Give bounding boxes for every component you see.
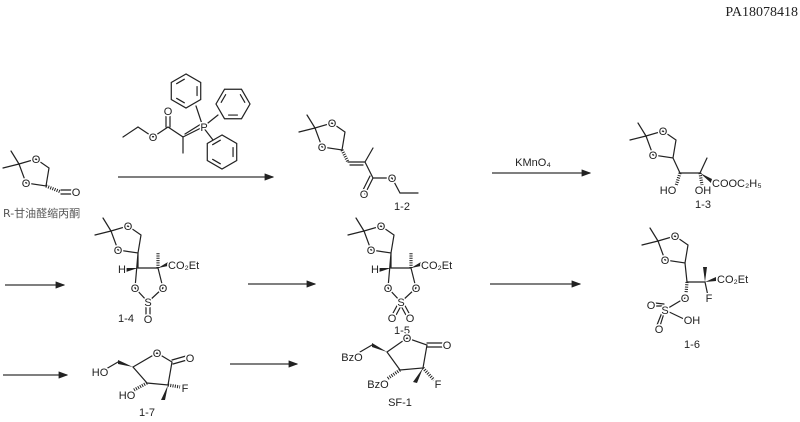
atom-label: O <box>328 118 337 130</box>
atom-label: S <box>661 305 668 317</box>
atom-label: O <box>443 340 452 352</box>
compound-1-6: O O CO₂Et F O S O O OH 1-6 <box>641 227 750 353</box>
atom-label: S <box>144 297 151 309</box>
reagent-ylide: O O P <box>122 73 251 170</box>
aromatic-double-bond <box>176 78 185 85</box>
compound-label-1-4: 1-4 <box>118 313 134 325</box>
atom-label: HO <box>92 367 109 379</box>
atom-label: O <box>153 348 162 360</box>
atom-label: O <box>124 221 133 233</box>
compound-sf-1: BzO O O BzO F SF-1 <box>340 332 453 411</box>
atom-label: O <box>659 126 668 138</box>
atom-label: O <box>360 189 369 201</box>
aromatic-double-bond <box>239 94 246 103</box>
compound-1-2: O O O O 1-2 <box>298 114 419 215</box>
atom-label: O <box>661 255 670 267</box>
atom-label: O <box>655 324 664 336</box>
atom-label: OH <box>684 315 701 327</box>
atom-label: O <box>32 154 41 166</box>
atom-label: O <box>367 245 376 257</box>
atom-label: OH <box>695 185 712 197</box>
compound-label-1-6: 1-6 <box>684 339 700 351</box>
aromatic-double-bond <box>212 139 221 146</box>
atom-label: O <box>114 245 123 257</box>
atom-label: O <box>377 221 386 233</box>
reaction-arrows <box>3 169 592 379</box>
atom-label: O <box>388 313 397 325</box>
atom-label: O <box>649 150 658 162</box>
atom-label: O <box>671 231 680 243</box>
atom-label: CO₂Et <box>168 260 199 272</box>
atom-label: O <box>159 283 168 295</box>
atom-label: O <box>144 314 153 326</box>
atom-label: O <box>406 313 415 325</box>
compound-1-5: O O H CO₂Et O O S O O 1-5 <box>347 217 454 339</box>
atom-label: COOC₂H₅ <box>712 178 762 190</box>
atom-label: O <box>186 353 195 365</box>
atom-label: HO <box>660 185 677 197</box>
phenyl-ring <box>215 88 251 120</box>
atom-label: O <box>149 132 158 144</box>
compound-label-1-7: 1-7 <box>139 407 155 419</box>
atom-label: BzO <box>367 379 389 391</box>
compound-label-1-3: 1-3 <box>695 199 711 211</box>
atom-label: H <box>371 264 379 276</box>
aromatic-double-bond <box>220 94 227 103</box>
compound-1-3: O O HO OH COOC₂H₅ 1-3 <box>629 122 763 213</box>
atom-label: O <box>72 187 81 199</box>
atom-label: CO₂Et <box>421 260 452 272</box>
phenyl-ring <box>170 73 202 109</box>
atom-label: O <box>318 142 327 154</box>
document-id: PA18078418 <box>725 5 798 20</box>
compound-label-1-2: 1-2 <box>394 201 410 213</box>
compound-1-4: O O H CO₂Et O O S O 1-4 <box>94 217 201 328</box>
atom-label: P <box>200 122 207 134</box>
atom-label: O <box>22 178 31 190</box>
aromatic-double-bond <box>176 97 185 104</box>
atom-label: O <box>403 333 412 345</box>
compound-label-1-5: 1-5 <box>394 325 410 337</box>
atom-label: O <box>412 283 421 295</box>
phenyl-ring <box>206 134 238 170</box>
atom-label: O <box>647 300 656 312</box>
atom-label: O <box>131 283 140 295</box>
atom-label: F <box>706 293 713 305</box>
compound-start: O O O R-甘油醛缩丙酮 <box>2 150 82 222</box>
atom-label: S <box>397 297 404 309</box>
atom-label: F <box>435 379 442 391</box>
reagent-kmno4: KMnO₄ <box>515 157 551 169</box>
atom-label: CO₂Et <box>717 274 748 286</box>
atom-label: O <box>384 283 393 295</box>
atom-label: HO <box>119 390 136 402</box>
atom-label: H <box>118 264 126 276</box>
compound-label-start: R-甘油醛缩丙酮 <box>3 206 80 220</box>
compound-label-sf-1: SF-1 <box>388 397 412 409</box>
atom-label: O <box>388 173 397 185</box>
atom-label: O <box>681 293 690 305</box>
atom-label: O <box>164 106 173 118</box>
atom-label: F <box>182 383 189 395</box>
atom-label: BzO <box>341 352 363 364</box>
compound-1-7: HO O O HO F 1-7 <box>90 347 196 421</box>
aromatic-double-bond <box>212 158 221 165</box>
